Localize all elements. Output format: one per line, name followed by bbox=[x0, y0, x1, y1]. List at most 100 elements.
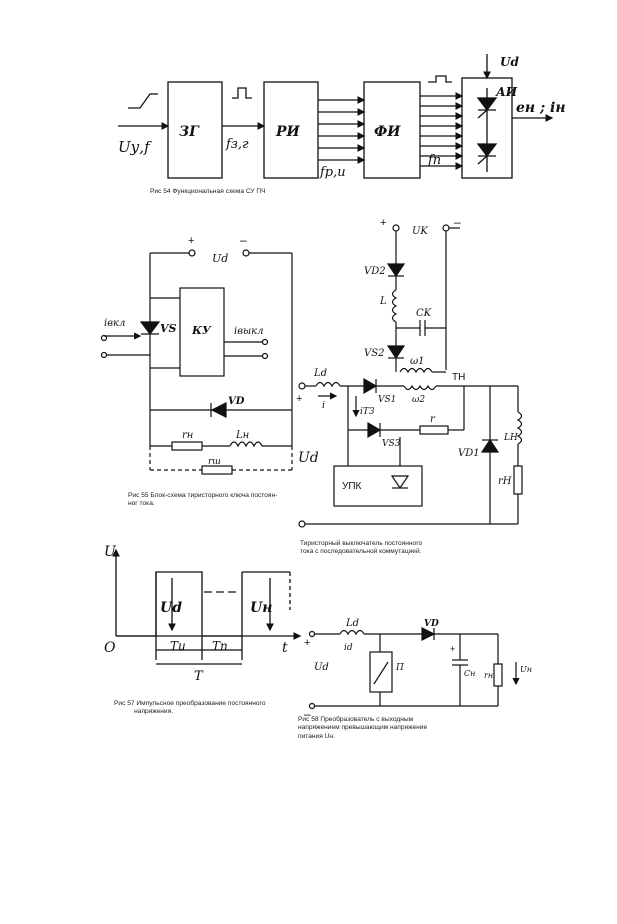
fig55-rsh: rш bbox=[208, 457, 221, 467]
fig58-un: Uн bbox=[520, 665, 532, 674]
fig56-vs2: VS2 bbox=[364, 348, 384, 359]
vd1-diode-icon bbox=[480, 438, 500, 453]
block-fi bbox=[363, 81, 421, 179]
fig56-ld: Ld bbox=[313, 368, 327, 379]
fig56-minus: – bbox=[454, 215, 461, 229]
label-uy-f: Uу,f bbox=[118, 138, 152, 156]
block-ri-label: РИ bbox=[275, 124, 301, 140]
rsh-resistor-icon bbox=[201, 465, 233, 475]
pulse-bus-ri-fi bbox=[318, 96, 366, 164]
fig58-vd: VD bbox=[424, 619, 439, 629]
w2-winding-icon bbox=[403, 384, 437, 391]
fig58-cn: Cн bbox=[464, 669, 475, 678]
r-resistor-icon bbox=[419, 425, 449, 435]
fig56-ck: CK bbox=[416, 308, 432, 319]
fig58-cap-plus: + bbox=[450, 644, 455, 654]
upk-thyristor-icon bbox=[390, 475, 410, 490]
fig55-ivykl: iвыкл bbox=[234, 326, 264, 337]
fig56-uk: UK bbox=[412, 226, 428, 237]
vd-diode-icon bbox=[210, 402, 227, 418]
fig58-ld-top: Ld bbox=[345, 618, 359, 629]
fig55-plus: + bbox=[188, 235, 194, 247]
rn-resistor-icon bbox=[493, 663, 503, 687]
fig55-vd: VD bbox=[228, 396, 245, 407]
fig56-vs1: VS1 bbox=[378, 395, 396, 405]
fig56-caption: Тиристорный выключатель постоянного тока… bbox=[300, 540, 423, 556]
fig57-tp: Tп bbox=[212, 639, 228, 653]
fig56-l: L bbox=[379, 296, 387, 307]
thyristor-icon bbox=[476, 143, 498, 158]
fig56-th: ТН bbox=[452, 372, 465, 383]
block-upk-label: УПК bbox=[342, 481, 362, 492]
fig55-ud-top: Ud bbox=[212, 252, 228, 265]
ld-inductor-icon bbox=[315, 381, 341, 388]
fig58-ld-current: id bbox=[344, 643, 353, 653]
ln-inductor-icon bbox=[516, 411, 523, 445]
fig57-t-period: T bbox=[194, 669, 204, 684]
fig57-origin: O bbox=[104, 640, 116, 656]
fig55-ivkl: iвкл bbox=[104, 318, 125, 329]
ln-inductor-icon bbox=[229, 441, 263, 448]
fig56-vd1: VD1 bbox=[458, 448, 480, 459]
block-zg-label: ЗГ bbox=[179, 124, 200, 140]
fig56-ln: LН bbox=[503, 433, 518, 443]
fig56-r: r bbox=[430, 414, 436, 425]
fig58-ud: Ud bbox=[314, 662, 329, 673]
fig57-ti: Tи bbox=[170, 639, 186, 653]
vd-diode-icon bbox=[421, 627, 436, 641]
vs-thyristor-icon bbox=[139, 321, 161, 335]
fig55-caption: Рис 55 Блок-схема тиристорного ключа пос… bbox=[128, 492, 278, 508]
label-f-zg: fз,г bbox=[225, 137, 249, 152]
thyristor-icon bbox=[476, 97, 498, 112]
label-f-ri: fр,и bbox=[319, 165, 346, 180]
block-ku-label: КУ bbox=[191, 324, 212, 337]
fig56-vs3: VS3 bbox=[382, 439, 401, 449]
fig56-vd2: VD2 bbox=[364, 266, 386, 277]
fig57-u-axis: U bbox=[104, 544, 117, 560]
fig58-boost-converter bbox=[308, 627, 520, 710]
rn-resistor-icon bbox=[513, 465, 523, 495]
fig58-plus: + bbox=[304, 637, 310, 649]
fig56-i: i bbox=[322, 401, 325, 411]
fig56-series-commutation-switch bbox=[298, 224, 523, 528]
fig56-plus: + bbox=[380, 217, 386, 229]
fig54-functional-diagram bbox=[118, 54, 554, 179]
fig55-ln: Lн bbox=[235, 430, 249, 441]
fig57-ud: Ud bbox=[160, 600, 182, 616]
label-ud-ai: Ud bbox=[500, 55, 519, 69]
rn-resistor-icon bbox=[171, 441, 203, 451]
fig56-w1: ω1 bbox=[410, 356, 425, 367]
vs3-thyristor-icon bbox=[367, 421, 382, 439]
vs1-thyristor-icon bbox=[363, 377, 378, 395]
block-zg bbox=[167, 81, 223, 179]
fig56-plus-rail: + bbox=[296, 393, 302, 405]
fig57-caption: Рис 57 Импульсное преобразование постоян… bbox=[114, 700, 266, 716]
fig55-minus: – bbox=[240, 233, 247, 247]
fig57-t-axis: t bbox=[282, 640, 288, 656]
fig57-pulse-conversion-graph bbox=[112, 548, 302, 665]
label-f-p: fп bbox=[427, 153, 441, 168]
fig57-un: Uн bbox=[250, 600, 272, 616]
w1-winding-icon bbox=[399, 367, 433, 374]
pulse-icon bbox=[428, 75, 452, 83]
vs2-thyristor-icon bbox=[386, 345, 406, 360]
block-ri bbox=[263, 81, 319, 179]
label-output: eн ; iн bbox=[516, 100, 566, 116]
pulse-bus-fi-ai bbox=[420, 92, 464, 170]
ramp-signal-icon bbox=[128, 93, 158, 109]
fig54-caption: Рис 54 Функциональная схема СУ ПЧ bbox=[150, 188, 266, 195]
fig55-ud-side: Ud bbox=[298, 450, 319, 466]
square-wave-icon bbox=[232, 87, 252, 99]
fig58-minus: – bbox=[304, 707, 311, 721]
fig56-it3: iТ3 bbox=[360, 407, 375, 417]
l-inductor-icon bbox=[391, 289, 398, 323]
p-switch-icon bbox=[369, 651, 393, 693]
block-ku bbox=[179, 287, 225, 377]
fig58-caption: Рис 58 Преобразователь с выходным напряж… bbox=[298, 716, 428, 740]
vd2-diode-icon bbox=[386, 263, 406, 278]
block-ai-label: АИ bbox=[495, 85, 518, 99]
fig55-vs: VS bbox=[160, 322, 177, 335]
fig58-p: П bbox=[395, 663, 404, 673]
block-upk bbox=[333, 465, 423, 507]
